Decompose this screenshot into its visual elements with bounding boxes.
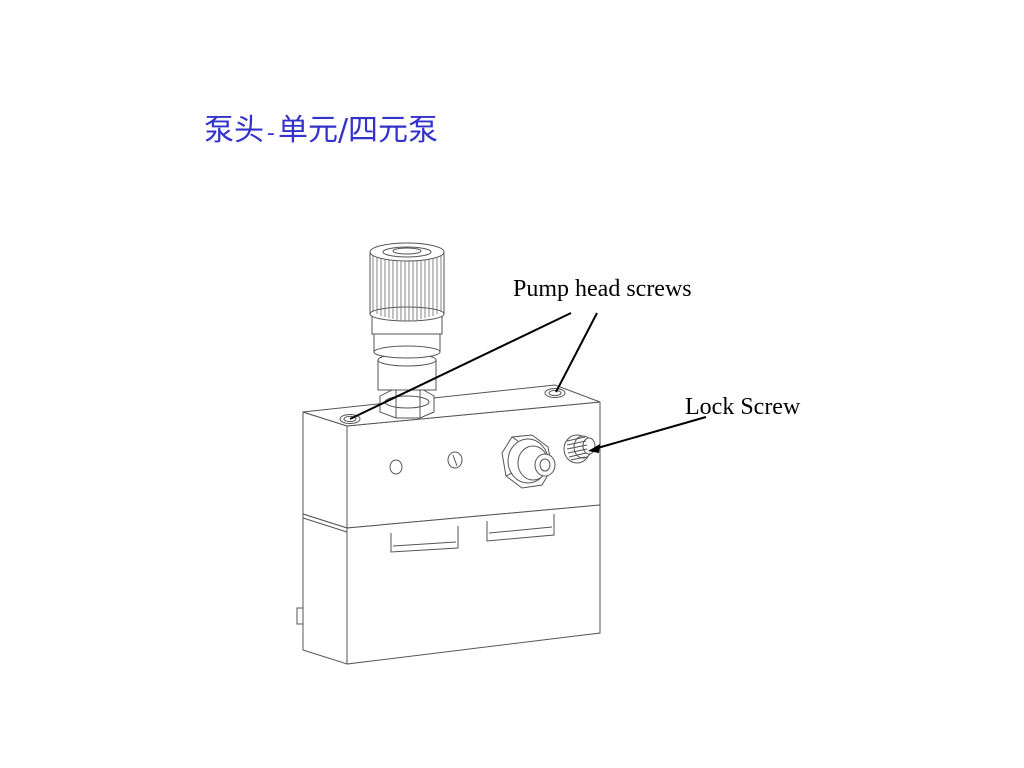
lock-screw-label: Lock Screw (685, 394, 801, 420)
title-separator: - (267, 121, 275, 146)
front-hole-small (389, 459, 403, 475)
upper-block (302, 384, 601, 529)
leader-arrowhead (588, 444, 600, 453)
purge-valve-knob (369, 242, 445, 419)
leader-pump-screw-right (555, 312, 598, 393)
lock-screw (563, 434, 596, 464)
title-part-1: 泵头 (204, 113, 264, 148)
title-part-2: 单元/四元泵 (277, 113, 439, 148)
screw-hole-left (339, 414, 361, 424)
front-hole-medium (447, 451, 463, 469)
outlet-fitting (501, 434, 556, 489)
leader-pump-screw-left (349, 312, 572, 420)
lower-block (296, 504, 601, 665)
pump-head-screws-label: Pump head screws (513, 276, 692, 302)
screw-hole-right (544, 388, 566, 398)
leader-lock-screw (593, 416, 707, 450)
slide-title: 泵头-单元/四元泵 (204, 105, 438, 149)
